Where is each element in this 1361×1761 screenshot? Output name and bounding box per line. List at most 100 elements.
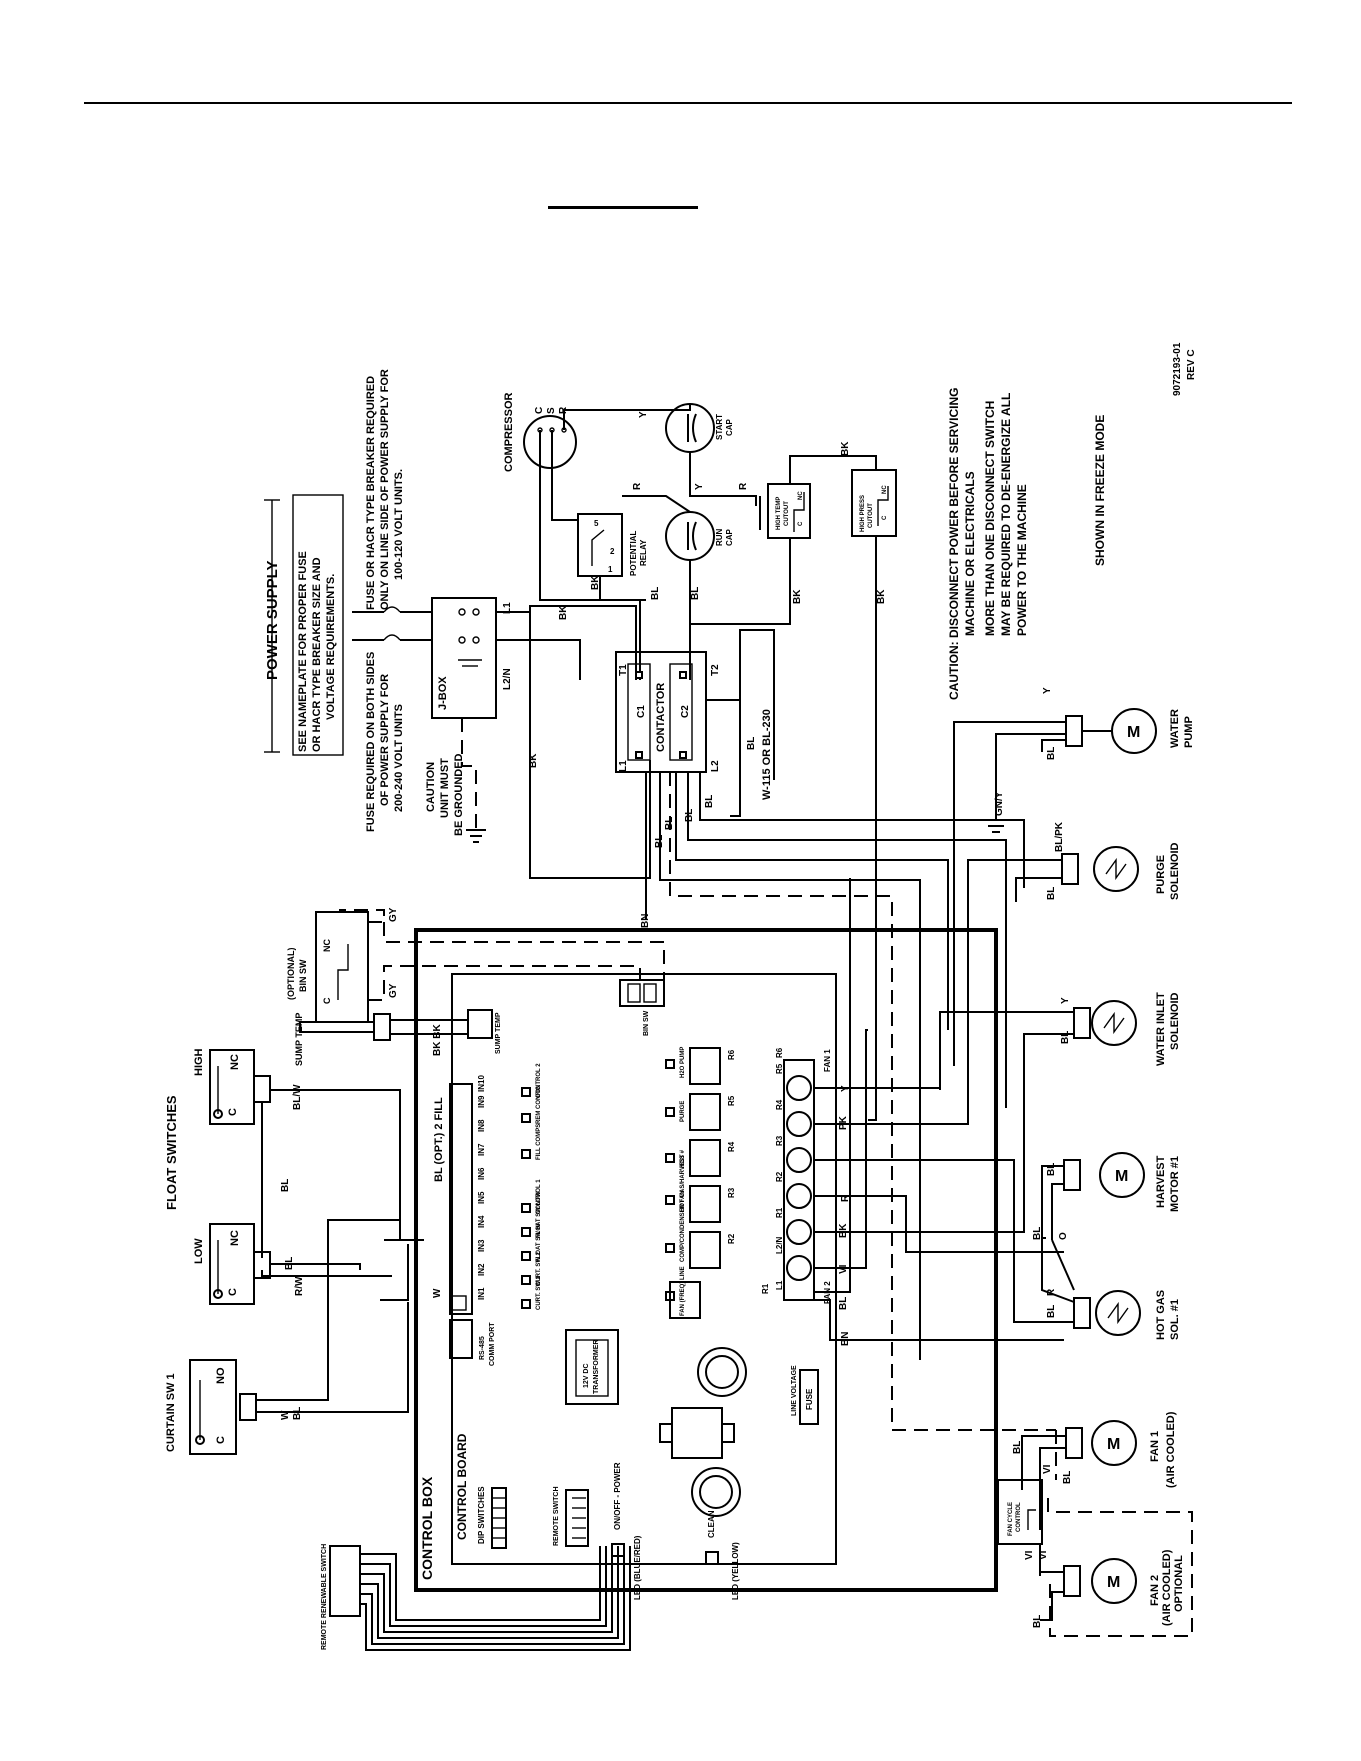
led-fan-line: FAN (FREQ) LINE — [680, 1266, 686, 1316]
wire-label-bl-19: BL — [284, 1257, 295, 1270]
sump-temp-label: SUMP TEMP — [294, 1013, 304, 1066]
fuse-bot-note-1: FUSE REQUIRED ON BOTH SIDES — [365, 652, 377, 832]
wire-label-vi-2: VI — [1038, 1550, 1049, 1560]
remote-switch-label: REMOTE SWITCH — [553, 1487, 560, 1547]
contactor-c1: C1 — [636, 705, 647, 718]
float-switches-title: FLOAT SWITCHES — [164, 1095, 179, 1210]
ground-caution-3: BE GROUNDED — [453, 753, 465, 836]
wire-label-bl-7: BL — [704, 795, 715, 808]
status-led-column-left: CURT. SW 1 CURT. SW 2 FLOAT SW HI FLOAT … — [521, 1063, 542, 1310]
jbox-l1: L1 — [502, 602, 513, 614]
output-r3: R3 — [775, 1135, 784, 1146]
potential-relay: 5 2 1 POTENTIAL RELAY — [577, 513, 648, 577]
curtain-label: CURTAIN SW 1 — [165, 1373, 177, 1452]
wire-label-bl-2: BL — [690, 587, 701, 600]
led-yellow-label: LED (YELLOW) — [731, 1542, 740, 1600]
wire-label-bk-6: BK — [876, 589, 887, 604]
high-press-label-2: CUTOUT — [868, 503, 874, 528]
float-switch-high: HIGH C NC — [193, 1048, 271, 1125]
fill-2-label: BL (OPT.) 2 FILL — [433, 1097, 445, 1182]
led-comp-fan: COMP/CONDENSER FAN — [680, 1190, 686, 1262]
title-underline — [548, 206, 698, 209]
sump-temp-probe: SUMP TEMP — [294, 1013, 391, 1066]
wire-label-bk-4: BK — [840, 441, 851, 456]
output-l2n: L2/N — [775, 1236, 784, 1254]
output-r6: R6 — [775, 1047, 784, 1058]
wire-label-bl-18: BL — [280, 1179, 291, 1192]
output-r4: R4 — [775, 1099, 784, 1110]
start-cap-label-1: START — [715, 414, 724, 440]
fan-2-label-3: OPTIONAL — [1173, 1555, 1185, 1612]
drawing-number: 9072193-01 — [1172, 342, 1183, 396]
fan-2-m: M — [1107, 1574, 1120, 1591]
comm-port-1: RS-485 — [479, 1336, 486, 1360]
relay-label-2: RELAY — [639, 539, 648, 566]
contactor-c2: C2 — [680, 705, 691, 718]
input-in5: IN5 — [477, 1191, 486, 1204]
comm-port-2: COMM PORT — [489, 1322, 496, 1366]
led-h2o-pump: H2O PUMP — [680, 1047, 686, 1078]
wire-label-bn-2: BN — [840, 1332, 851, 1346]
contactor-t1: T1 — [618, 664, 629, 676]
fan-1-label-1: FAN 1 — [1149, 1431, 1161, 1462]
output-r5: R5 — [775, 1063, 784, 1074]
run-cap: RUN CAP — [665, 511, 734, 561]
float-low-nc: NC — [229, 1230, 241, 1246]
transformer-label-1: 12V DC — [583, 1363, 590, 1388]
wire-label-gy-2: GY — [388, 983, 399, 998]
wire-label-gy-1: GY — [388, 907, 399, 922]
contactor-label: CONTACTOR — [655, 683, 667, 752]
relay-bank: R6 R5 R4 R3 R2 R1 — [669, 1047, 770, 1319]
inlet-label-1: WATER INLET — [1155, 992, 1167, 1066]
led-float-low: FLOAT SW LOW — [536, 1191, 542, 1238]
fan-cycle-control: FAN CYCLE CONTROL — [997, 1479, 1043, 1545]
ground-caution-2: UNIT MUST — [439, 758, 451, 818]
fan-2-label-1: FAN 2 — [1149, 1575, 1161, 1606]
relay-r1: R1 — [761, 1283, 770, 1294]
hot-gas-solenoid: HOT GAS SOL. #1 — [1073, 1290, 1181, 1340]
bin-sw-opt-c: C — [322, 997, 332, 1004]
power-note-3: VOLTAGE REQUIREMENTS. — [325, 574, 337, 720]
wire-label-w-1: W — [280, 1410, 291, 1420]
water-pump-label-2: PUMP — [1183, 716, 1195, 748]
led-control-2: CONTROL 2 — [536, 1063, 542, 1098]
led-purge: PURGE — [680, 1101, 686, 1122]
led-fill-comps: FILL COMPS — [536, 1124, 542, 1160]
wire-label-bk-1: BK — [528, 753, 539, 768]
curtain-c: C — [215, 1436, 227, 1444]
start-cap-label-2: CAP — [725, 418, 734, 436]
wire-label-bk-2: BK — [590, 575, 601, 590]
wire-label-bl-15: BL — [1062, 1471, 1073, 1484]
wire-label-bl-17: BL — [838, 1297, 849, 1310]
wire-label-bl-8: BL — [1046, 747, 1057, 760]
relay-r5: R5 — [727, 1095, 736, 1106]
harvest-label-2: MOTOR #1 — [1169, 1156, 1181, 1212]
coil-note: W-115 OR BL-230 — [761, 709, 773, 800]
fan-1: M FAN 1 (AIR COOLED) — [1065, 1411, 1177, 1488]
input-in3: IN3 — [477, 1239, 486, 1252]
input-in8: IN8 — [477, 1119, 486, 1132]
high-press-nc: NC — [882, 485, 888, 494]
input-in6: IN6 — [477, 1167, 486, 1180]
water-pump-m: M — [1127, 724, 1140, 741]
sump-temp-connector: SUMP TEMP — [495, 1012, 502, 1054]
high-temp-cutout: HIGH TEMP CUTOUT C NC — [767, 483, 811, 539]
caution-line-3: MORE THAN ONE DISCONNECT SWITCH — [983, 401, 997, 636]
power-supply-title: POWER SUPPLY — [264, 561, 281, 680]
fan-cycle-label-2: CONTROL — [1016, 1502, 1022, 1532]
power-note-1: SEE NAMEPLATE FOR PROPER FUSE — [297, 551, 309, 752]
wire-label-r-4: R — [840, 1194, 851, 1202]
hot-gas-label-2: SOL. #1 — [1169, 1299, 1181, 1340]
fuse-bot-note-2: OF POWER SUPPLY FOR — [379, 674, 391, 806]
led-curt-sw-1: CURT. SW 1 — [536, 1275, 542, 1310]
drawing-rev: REV C — [1186, 349, 1197, 380]
wire-label-bk-3: BK — [558, 605, 569, 620]
jbox-l2n: L2/N — [502, 668, 513, 690]
wire-label-w-2: W — [432, 1288, 443, 1298]
wire-label-blw: BL/W — [292, 1084, 303, 1110]
wire-label-o: O — [1058, 1232, 1069, 1240]
fuse-label: FUSE — [805, 1388, 814, 1410]
control-box-label: CONTROL BOX — [419, 1476, 435, 1580]
wire-label-r-2: R — [738, 482, 749, 490]
